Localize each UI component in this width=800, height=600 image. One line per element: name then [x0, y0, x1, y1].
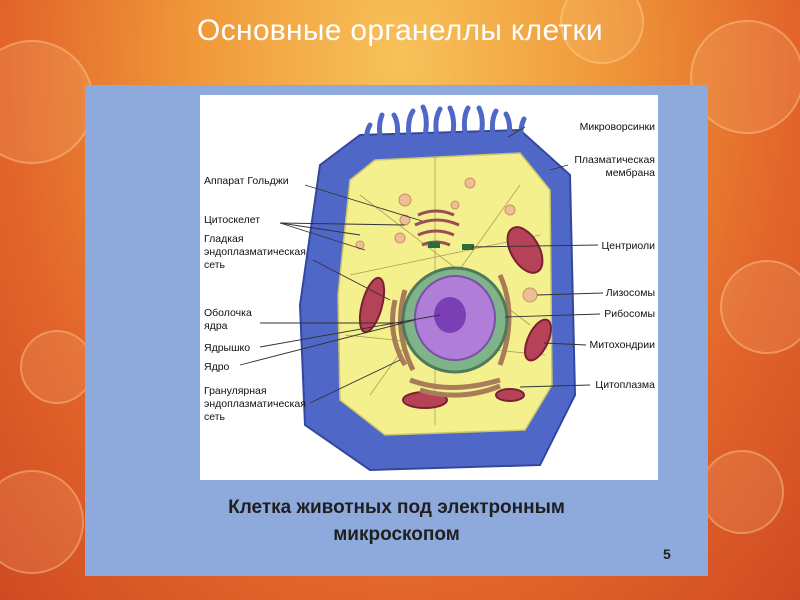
- label-mitochondria: Митохондрии: [590, 339, 656, 351]
- label-plasma-membrane: Плазматическая: [574, 154, 655, 166]
- cell-diagram-svg: Аппарат Гольджи Цитоскелет Гладкая эндоп…: [204, 104, 655, 472]
- label-nucleolus: Ядрышко: [204, 342, 250, 354]
- label-nucleus: Ядро: [204, 361, 230, 373]
- label-nuclear-envelope: ядра: [204, 320, 228, 332]
- label-plasma-membrane: мембрана: [606, 167, 656, 179]
- label-smooth-er: эндоплазматическая: [204, 246, 306, 258]
- label-cytoplasm: Цитоплазма: [595, 379, 655, 391]
- bokeh-circle: [690, 20, 800, 134]
- cell-diagram: Аппарат Гольджи Цитоскелет Гладкая эндоп…: [200, 95, 658, 480]
- diagram-caption: Клетка животных под электронным микроско…: [85, 494, 708, 548]
- labels-right: Микроворсинки Плазматическая мембрана Це…: [574, 121, 655, 391]
- label-rough-er: сеть: [204, 411, 226, 423]
- rough-er-shape: [390, 273, 512, 398]
- nucleolus-shape: [434, 297, 466, 333]
- label-centrioles: Центриоли: [601, 240, 655, 252]
- label-smooth-er: сеть: [204, 259, 226, 271]
- label-ribosomes: Рибосомы: [604, 308, 655, 320]
- centriole-shape: [462, 244, 474, 250]
- label-lysosomes: Лизосомы: [606, 287, 655, 299]
- label-nuclear-envelope: Оболочка: [204, 307, 252, 319]
- label-rough-er: эндоплазматическая: [204, 398, 306, 410]
- caption-line: Клетка животных под электронным: [228, 497, 565, 518]
- vesicles: [355, 177, 538, 303]
- bokeh-circle: [20, 330, 94, 404]
- label-rough-er: Гранулярная: [204, 385, 267, 397]
- golgi-shape: [414, 209, 460, 247]
- label-golgi: Аппарат Гольджи: [204, 175, 289, 187]
- centriole-shape: [428, 242, 440, 248]
- label-microvilli: Микроворсинки: [580, 121, 656, 133]
- microvilli-shape: [363, 104, 527, 156]
- labels-left: Аппарат Гольджи Цитоскелет Гладкая эндоп…: [204, 175, 306, 423]
- bokeh-circle: [720, 260, 800, 354]
- leader-lines: [239, 126, 604, 404]
- label-cytoskeleton: Цитоскелет: [204, 214, 260, 226]
- caption-line: микроскопом: [333, 524, 460, 545]
- label-smooth-er: Гладкая: [204, 233, 244, 245]
- page-number: 5: [663, 546, 671, 562]
- bokeh-circle: [700, 450, 784, 534]
- slide-title: Основные органеллы клетки: [197, 14, 603, 47]
- mitochondria-shapes: [358, 226, 552, 409]
- bokeh-circle: [0, 470, 84, 574]
